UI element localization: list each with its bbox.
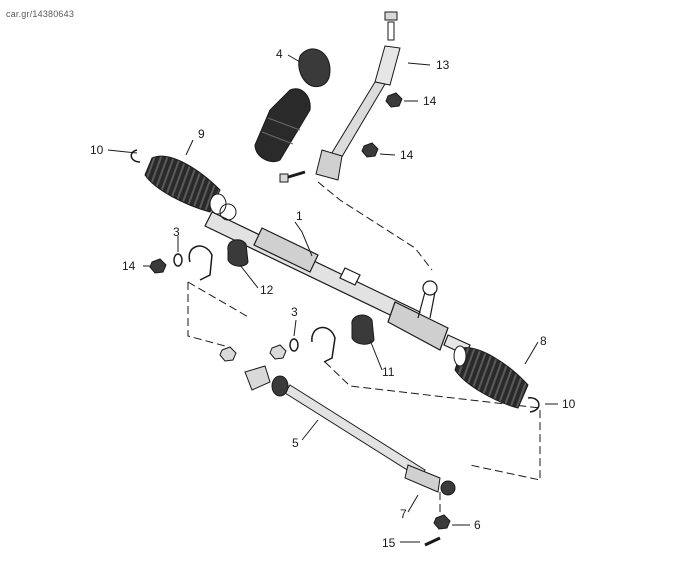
callout-14-top: 14 [423,94,437,108]
callout-3-right: 3 [291,305,298,319]
callout-11: 11 [382,365,395,379]
right-boot-clip [527,397,540,413]
callout-15: 15 [382,536,396,550]
right-rack-boot [453,345,529,409]
callout-7: 7 [400,507,407,521]
rack-housing [204,211,471,356]
steering-intermediate-shaft [279,11,401,183]
shaft-dust-boot [254,48,331,163]
mounting-brackets [188,245,336,363]
callout-3-left: 3 [173,225,180,239]
tie-rod-end [404,464,456,547]
callout-12: 12 [260,283,274,297]
callout-6: 6 [474,518,481,532]
left-boot-clip [130,149,141,163]
nut-14-top [149,92,403,274]
callout-14-left: 14 [122,259,136,273]
watermark-text: car.gr/14380643 [6,9,75,19]
rack-bushings [227,239,375,345]
callout-4: 4 [276,47,283,61]
callout-10-right: 10 [562,397,576,411]
callout-14-mid: 14 [400,148,414,162]
left-rack-boot [144,155,237,221]
callout-13: 13 [436,58,450,72]
callout-1: 1 [296,209,303,223]
callout-labels: 1 9 10 3 14 4 13 14 14 12 3 11 8 10 5 7 … [90,47,576,550]
dashed-guide-lines [187,181,541,518]
callout-10-left: 10 [90,143,104,157]
callout-5: 5 [292,436,299,450]
tie-rod [219,344,426,479]
callout-9: 9 [198,127,205,141]
callout-8: 8 [540,334,547,348]
callout-leaders [107,54,558,543]
washers-3 [173,253,299,352]
